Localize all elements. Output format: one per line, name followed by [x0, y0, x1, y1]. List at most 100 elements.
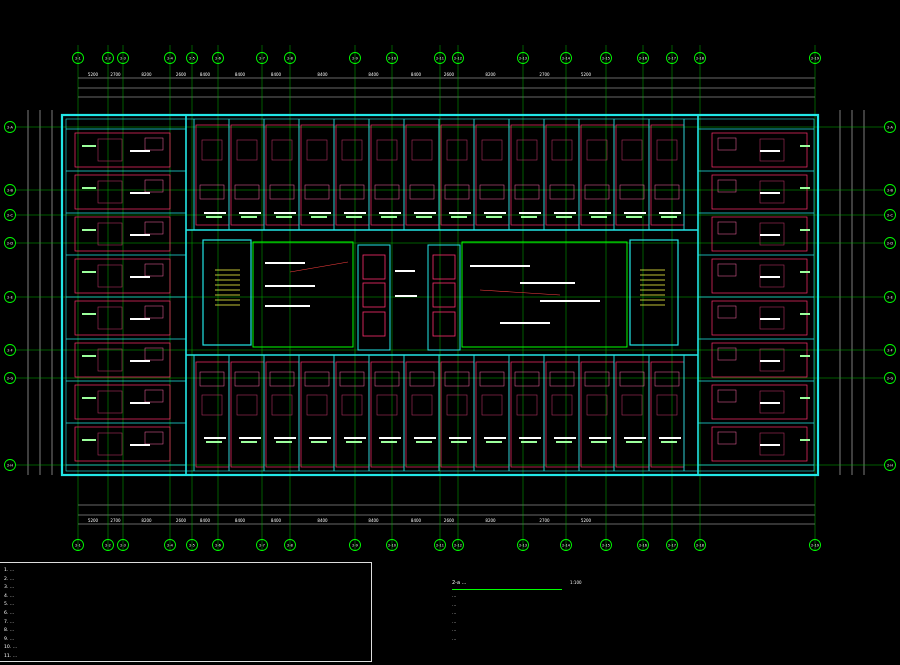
text-marker [82, 145, 96, 147]
text-marker [82, 355, 96, 357]
text-marker [276, 441, 292, 443]
bath-outline [717, 221, 737, 235]
text-marker [381, 216, 397, 218]
axis-bubble-label: 2-12 [454, 56, 462, 60]
bath-outline [269, 184, 295, 200]
room-left-wing [74, 174, 171, 210]
bath-outline [717, 431, 737, 445]
dimension-text-bottom: 2700 [539, 518, 550, 523]
axis-bubble-right: 2-D [884, 237, 896, 249]
axis-bubble-bottom: 2-11 [434, 539, 446, 551]
bath-outline [144, 179, 164, 193]
note-line: 6. ... [4, 611, 15, 616]
elevator-car [362, 282, 386, 308]
dimension-text-top: 8400 [235, 72, 246, 77]
axis-bubble-top: 2-6 [212, 52, 224, 64]
axis-bubble-label: 2-15 [602, 543, 610, 547]
axis-bubble-top: 2-11 [434, 52, 446, 64]
text-marker [82, 229, 96, 231]
bed-outline [341, 139, 363, 161]
title-block-line: ... [452, 628, 457, 633]
bath-outline [304, 184, 330, 200]
axis-bubble-circle [666, 52, 678, 64]
axis-bubble-top: 2-14 [560, 52, 572, 64]
axis-bubble-bottom: 2-2 [102, 539, 114, 551]
axis-bubble-circle [284, 539, 296, 551]
axis-bubble-label: 2-A [887, 125, 893, 129]
axis-bubble-label: 2-16 [639, 543, 647, 547]
text-marker [591, 216, 607, 218]
dimension-text-bottom: 2600 [444, 518, 455, 523]
text-marker [416, 216, 432, 218]
room-right-wing [711, 174, 808, 210]
axis-bubble-circle [884, 459, 896, 471]
bed-outline [97, 306, 123, 330]
axis-bubble-circle [386, 539, 398, 551]
elevator-car [432, 311, 456, 337]
bath-outline [339, 371, 365, 387]
text-marker [556, 441, 572, 443]
axis-bubble-bottom: 2-8 [284, 539, 296, 551]
bath-outline [144, 389, 164, 403]
dimension-text-top: 8400 [200, 72, 211, 77]
text-marker [800, 355, 810, 357]
dimension-lines [27, 77, 865, 525]
bed-outline [376, 139, 398, 161]
axis-bubble-circle [212, 52, 224, 64]
dimension-text-top: 2600 [176, 72, 187, 77]
text-marker [659, 212, 681, 214]
axis-bubble-circle [600, 539, 612, 551]
note-line: 11. ... [4, 654, 18, 659]
bed-outline [586, 139, 608, 161]
dimension-text-bottom: 2700 [110, 518, 121, 523]
text-marker [519, 212, 541, 214]
axis-bubble-top: 2-5 [186, 52, 198, 64]
axis-bubble-label: 2-14 [562, 543, 571, 547]
text-marker [760, 192, 780, 194]
axis-bubble-label: 2-11 [436, 56, 444, 60]
bed-outline [97, 348, 123, 372]
dimension-text-top: 8200 [485, 72, 496, 77]
axis-bubble-label: 2-17 [668, 56, 676, 60]
axis-bubble-label: 2-10 [388, 56, 396, 60]
axis-bubbles: 2-12-12-22-22-32-32-42-42-52-52-62-62-72… [4, 52, 896, 551]
text-marker [395, 270, 415, 272]
bed-outline [656, 139, 678, 161]
dimension-text-top: 8400 [368, 72, 379, 77]
axis-bubble-label: 2-13 [519, 543, 527, 547]
bath-outline [144, 305, 164, 319]
axis-bubble-label: 2-8 [287, 543, 293, 547]
axis-bubble-circle [102, 52, 114, 64]
axis-bubble-label: 2-5 [189, 543, 195, 547]
text-marker [265, 305, 310, 307]
axis-bubble-circle [809, 52, 821, 64]
dimension-text-bottom: 8400 [200, 518, 211, 523]
elevator-left [357, 244, 391, 351]
drawing-title: 2-a ... [452, 580, 467, 586]
axis-bubble-bottom: 2-9 [349, 539, 361, 551]
bed-outline [481, 394, 503, 416]
axis-bubble-right: 2-B [884, 184, 896, 196]
bath-outline [479, 184, 505, 200]
text-marker [344, 212, 366, 214]
room-right-wing [711, 300, 808, 336]
axis-bubble-top: 2-19 [809, 52, 821, 64]
axis-bubble-top: 2-10 [386, 52, 398, 64]
text-marker [311, 441, 327, 443]
axis-bubble-circle [694, 52, 706, 64]
bath-outline [339, 184, 365, 200]
core-room-right [461, 241, 628, 348]
text-marker [800, 313, 810, 315]
bath-outline [144, 347, 164, 361]
bath-outline [144, 221, 164, 235]
axis-bubble-label: 2-G [7, 376, 14, 380]
text-marker [626, 441, 642, 443]
bath-outline [584, 184, 610, 200]
dimension-text-top: 8200 [141, 72, 152, 77]
axis-bubble-label: 2-17 [668, 543, 676, 547]
elevator-car [432, 254, 456, 280]
axis-bubble-label: 2-D [7, 241, 13, 245]
bed-outline [97, 180, 123, 204]
text-marker [659, 437, 681, 439]
